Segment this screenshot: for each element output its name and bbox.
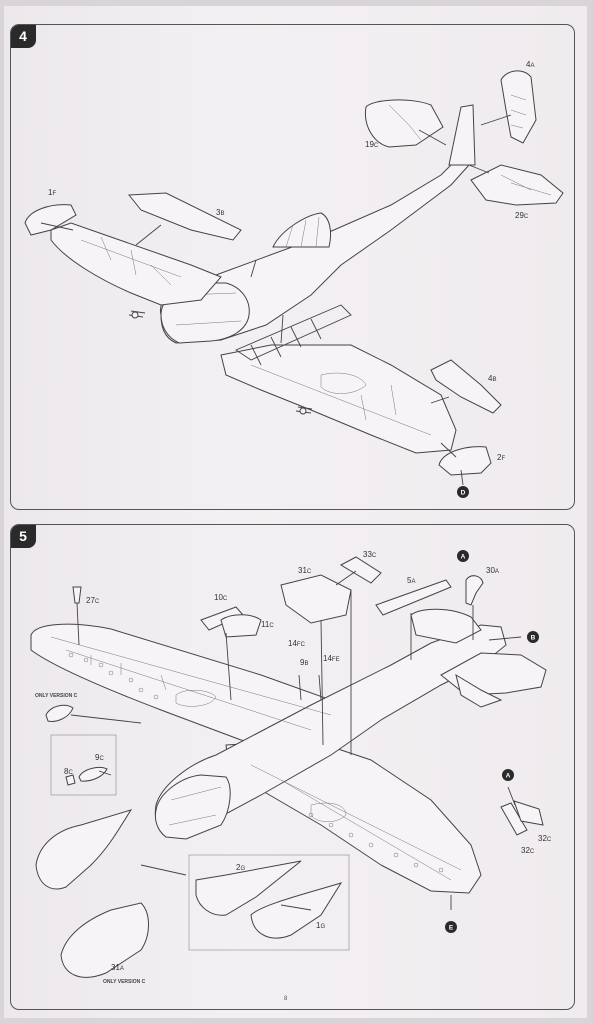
fin-5 — [410, 608, 482, 644]
label-8c: 8C — [64, 767, 73, 776]
part-only-version-c — [45, 704, 74, 722]
part-11c — [220, 614, 262, 638]
part-27c — [72, 586, 82, 604]
label-33c: 33C — [363, 550, 377, 559]
label-14fe: 14FE — [323, 654, 340, 663]
canopy — [272, 212, 332, 248]
svg-text:D: D — [461, 490, 466, 497]
part-33c — [339, 556, 382, 584]
part-1g — [250, 882, 343, 939]
svg-text:E: E — [449, 925, 454, 932]
marker-a-right: A — [502, 769, 514, 781]
label-9c: 9C — [95, 753, 104, 762]
wheel-bay-frame — [235, 304, 352, 366]
engine-cowling-5 — [154, 774, 231, 840]
leader-lines — [40, 114, 512, 486]
step-5-panel: 5 — [10, 524, 575, 1010]
label-32c-a: 32C — [538, 834, 552, 843]
part-2g — [195, 860, 302, 916]
label-29c: 29C — [515, 211, 529, 220]
part-intake-lower — [35, 809, 133, 890]
label-27c: 27C — [86, 596, 100, 605]
step-number-badge: 4 — [11, 25, 36, 48]
svg-text:B: B — [531, 635, 536, 642]
label-32c-b: 32C — [521, 846, 535, 855]
label-4a: 4A — [526, 60, 534, 69]
page-number: 8 — [284, 996, 288, 1002]
note-only-version-c-2: ONLY VERSION C — [103, 979, 146, 985]
part-9c — [78, 766, 108, 782]
part-32c-b — [513, 800, 544, 826]
part-32c-a — [500, 802, 528, 836]
part-8c — [65, 774, 76, 786]
marker-e: E — [445, 921, 457, 933]
wing-holes — [68, 652, 444, 873]
left-wing — [50, 222, 222, 306]
part-4b-aileron — [430, 359, 502, 414]
label-19c: 19C — [365, 140, 379, 149]
svg-text:A: A — [461, 554, 466, 561]
svg-text:A: A — [506, 773, 511, 780]
part-31c — [280, 574, 352, 624]
note-only-version-c-1: ONLY VERSION C — [35, 693, 78, 699]
label-1g: 1G — [316, 921, 325, 930]
label-3b: 3B — [216, 208, 224, 217]
step-4-diagram: 1F 3B 19C 4A 29C 4B 2F D — [24, 60, 564, 498]
part-1f-wingtip — [24, 204, 77, 236]
label-11c: 11C — [261, 620, 274, 629]
label-10c: 10C — [214, 593, 228, 602]
tail-fin — [448, 104, 476, 166]
part-19c-stabilizer — [364, 99, 444, 148]
inset-box-2g-1g — [188, 854, 350, 951]
part-3b-aileron — [128, 192, 242, 241]
label-30a: 30A — [486, 566, 499, 575]
label-2f: 2F — [497, 453, 505, 462]
inset-box-9c-8c — [50, 734, 117, 796]
part-5a — [375, 579, 452, 616]
step-4-panel: 4 — [10, 24, 575, 510]
leader-lines-5 — [70, 570, 522, 911]
rudder-lower — [455, 673, 503, 708]
marker-a-top: A — [457, 550, 469, 562]
part-4a-rudder — [500, 70, 537, 144]
label-9b: 9B — [300, 658, 308, 667]
instruction-sheet: 4 — [4, 6, 587, 1018]
label-1f: 1F — [48, 188, 56, 197]
part-31a — [60, 902, 149, 978]
marker-b: B — [527, 631, 539, 643]
label-14fc: 14FC — [288, 639, 306, 648]
label-31c: 31C — [298, 566, 312, 575]
step-number-badge: 5 — [11, 525, 36, 548]
marker-d: D — [457, 486, 469, 498]
label-5a: 5A — [407, 576, 415, 585]
label-2g: 2G — [236, 863, 245, 872]
step-5-diagram: 27C 10C 11C 31C 33C 5A 30A 14FC 14FE 9B … — [30, 550, 552, 985]
part-30a — [465, 575, 484, 606]
label-4b: 4B — [488, 374, 496, 383]
label-31a: 31A — [111, 963, 124, 972]
